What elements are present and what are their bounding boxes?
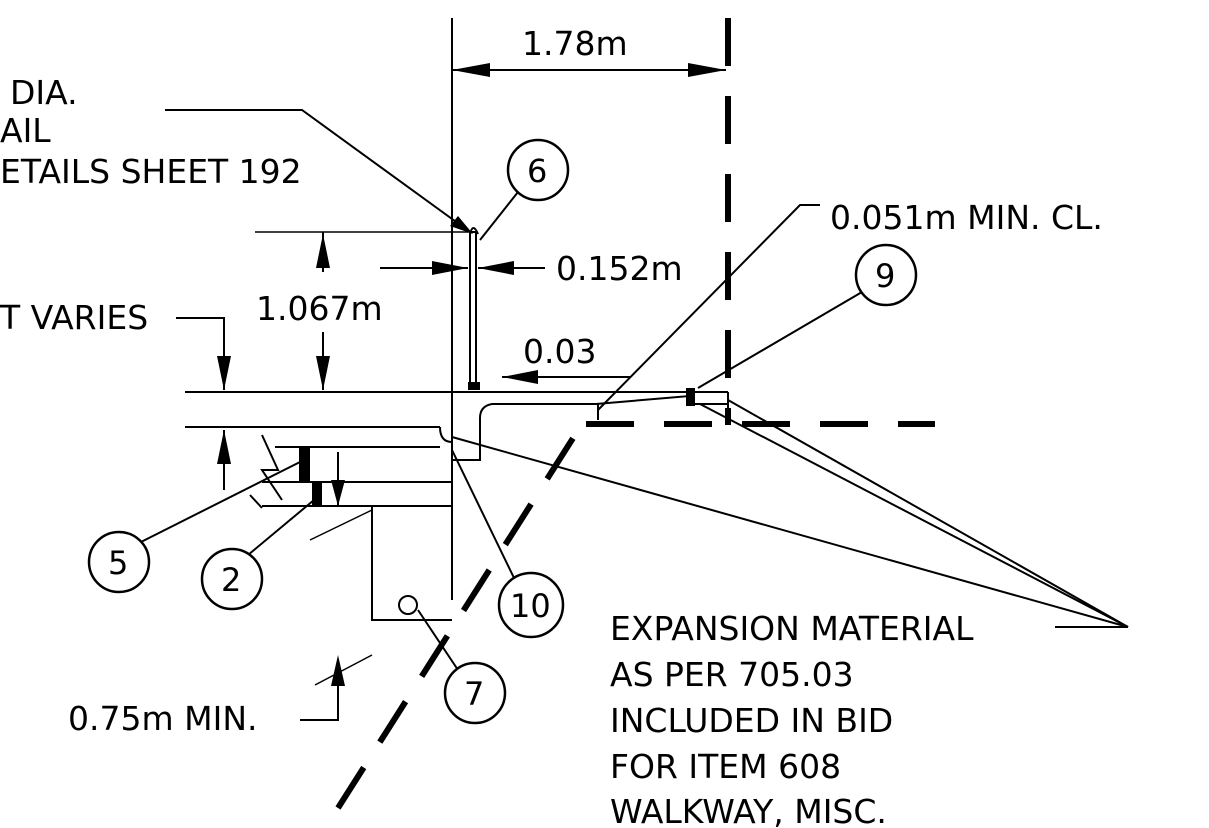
- min-depth-label: 0.75m MIN.: [68, 699, 258, 738]
- callout-6-label: 6: [527, 152, 547, 190]
- expansion-joint-9: [686, 388, 695, 406]
- rail-width-arrow-right: [478, 261, 514, 275]
- callout-6-circle: [506, 138, 570, 202]
- rail-leader-arrow: [450, 216, 473, 234]
- expansion-leader-3: [699, 403, 1129, 628]
- railing-post: [469, 231, 477, 389]
- abutment-wall: [371, 506, 452, 621]
- expansion-note-line-2: AS PER 705.03: [610, 655, 854, 694]
- rail-width-arrow-left: [432, 261, 468, 275]
- rail-width-label: 0.152m: [556, 249, 683, 288]
- callout-7-leader: [417, 609, 459, 671]
- callout-5-circle: [87, 530, 151, 594]
- rail-height-label: 1.067m: [256, 289, 383, 328]
- callout-2-label: 2: [221, 561, 241, 599]
- callout-7-circle: [443, 661, 507, 725]
- varies-arrow-bottom: [217, 430, 231, 464]
- width-dimension-label: 1.78m: [522, 24, 628, 63]
- break-line-lower: [249, 494, 263, 509]
- clearance-leader-line: [597, 204, 820, 411]
- dia-label: DIA.: [10, 73, 78, 112]
- callout-7-label: 7: [464, 675, 484, 713]
- callout-9-leader: [697, 291, 863, 389]
- callout-6-leader: [479, 191, 519, 241]
- callout-9-label: 9: [875, 257, 895, 295]
- details-sheet-label: ETAILS SHEET 192: [0, 152, 302, 191]
- gap-label: 0.03: [523, 332, 596, 371]
- expansion-note-line-3: INCLUDED IN BID: [610, 701, 893, 740]
- drain-pipe: [398, 595, 418, 615]
- girder-depth-extension: [309, 509, 373, 541]
- girder-depth-arrow: [331, 480, 345, 506]
- clearance-label: 0.051m MIN. CL.: [830, 198, 1103, 237]
- bearing-pad-2: [312, 482, 322, 506]
- min-depth-leader: [300, 660, 339, 721]
- min-depth-extension: [314, 654, 373, 686]
- callout-2-leader: [247, 499, 315, 556]
- rail-height-arrow-top: [316, 234, 330, 268]
- expansion-note-line-1: EXPANSION MATERIAL: [610, 609, 974, 648]
- expansion-note-line-4: FOR ITEM 608: [610, 747, 841, 786]
- varies-leader-line: [176, 317, 225, 390]
- callout-10-circle: [497, 571, 565, 639]
- railing-post-cap: [469, 227, 479, 235]
- varies-arrow-top: [217, 356, 231, 390]
- break-line-upper: [260, 434, 283, 501]
- railing-post-base: [468, 382, 480, 390]
- walkway-section: [451, 391, 691, 461]
- callout-10-leader: [451, 449, 516, 581]
- width-dimension-arrow-left: [452, 63, 490, 77]
- rail-leader-line: [165, 109, 471, 233]
- gap-arrow: [502, 370, 538, 384]
- deck-end-notch: [439, 426, 453, 443]
- rail-label: AIL: [0, 111, 51, 150]
- expansion-leader-1: [451, 436, 1129, 628]
- width-dimension-arrow-right: [688, 63, 726, 77]
- callout-9-circle: [854, 243, 918, 307]
- callout-5-label: 5: [108, 544, 128, 582]
- callout-5-leader: [134, 461, 301, 546]
- bearing-pad-5: [299, 447, 310, 483]
- varies-label: T VARIES: [0, 298, 148, 337]
- rail-height-arrow-bottom: [316, 356, 330, 390]
- min-depth-arrow: [331, 655, 345, 686]
- expansion-leader-2: [727, 399, 1129, 628]
- callout-2-circle: [200, 547, 264, 611]
- callout-10-label: 10: [510, 587, 551, 625]
- expansion-note-line-5: WALKWAY, MISC.: [610, 792, 887, 828]
